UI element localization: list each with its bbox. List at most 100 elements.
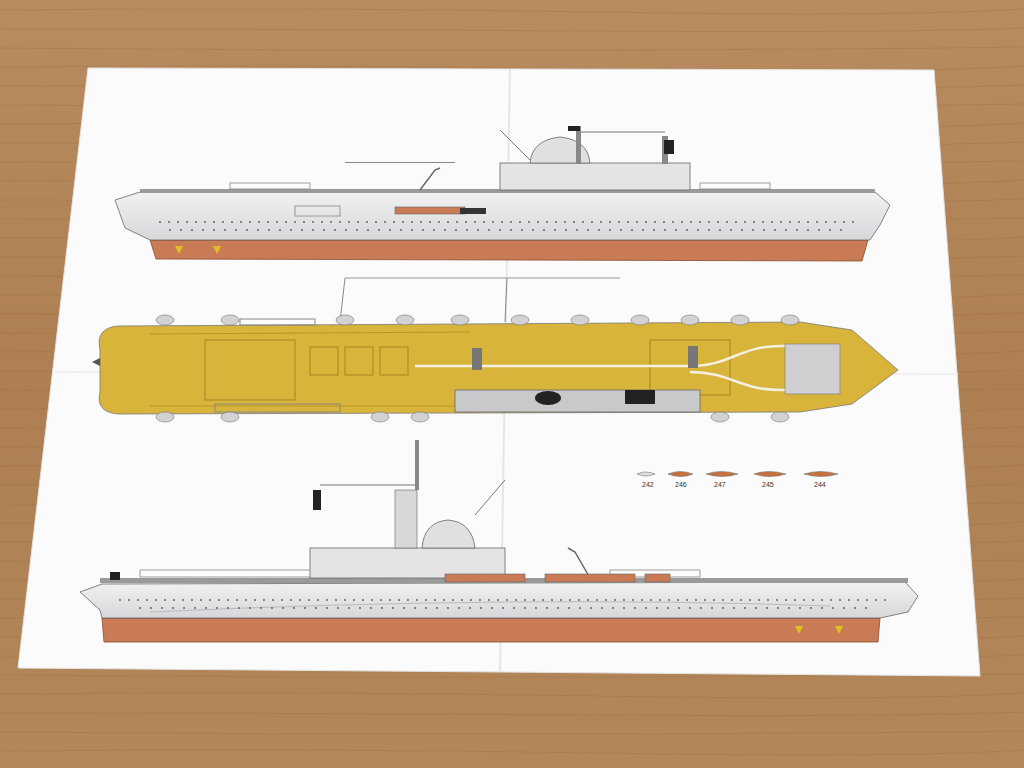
opening: [460, 208, 486, 214]
island: [500, 163, 690, 190]
porthole: [161, 607, 163, 609]
porthole: [222, 221, 224, 223]
porthole: [362, 599, 364, 601]
grain-line: [0, 28, 1024, 32]
porthole: [393, 221, 395, 223]
porthole: [686, 599, 688, 601]
porthole: [260, 607, 262, 609]
mast: [415, 440, 419, 490]
porthole: [371, 599, 373, 601]
porthole: [444, 229, 446, 231]
porthole: [317, 599, 319, 601]
porthole: [713, 599, 715, 601]
porthole: [519, 221, 521, 223]
porthole: [771, 221, 773, 223]
porthole: [807, 221, 809, 223]
boats: [395, 207, 465, 214]
porthole: [293, 607, 295, 609]
porthole: [618, 221, 620, 223]
porthole: [632, 599, 634, 601]
porthole: [276, 221, 278, 223]
yard: [320, 485, 415, 486]
porthole: [695, 599, 697, 601]
porthole: [560, 599, 562, 601]
elevator: [205, 340, 295, 400]
porthole: [565, 229, 567, 231]
gun-sponson: [631, 315, 649, 325]
porthole: [375, 221, 377, 223]
porthole: [656, 607, 658, 609]
porthole: [749, 599, 751, 601]
grain-line: [0, 693, 1024, 698]
porthole: [708, 221, 710, 223]
porthole: [164, 599, 166, 601]
porthole: [231, 221, 233, 223]
propeller: [795, 626, 803, 634]
porthole: [474, 221, 476, 223]
porthole: [774, 229, 776, 231]
porthole: [205, 607, 207, 609]
porthole: [384, 221, 386, 223]
porthole: [664, 229, 666, 231]
porthole: [740, 599, 742, 601]
gun-sponson: [771, 412, 789, 422]
porthole: [686, 229, 688, 231]
porthole: [865, 607, 867, 609]
porthole: [627, 221, 629, 223]
porthole: [753, 221, 755, 223]
porthole: [204, 221, 206, 223]
porthole: [312, 221, 314, 223]
grain-line: [0, 731, 1024, 734]
porthole: [339, 221, 341, 223]
porthole: [389, 229, 391, 231]
railing: [215, 404, 340, 412]
porthole: [348, 607, 350, 609]
porthole: [510, 229, 512, 231]
porthole: [788, 607, 790, 609]
porthole: [641, 599, 643, 601]
porthole: [202, 229, 204, 231]
porthole: [425, 599, 427, 601]
boat: [637, 472, 655, 476]
porthole: [407, 599, 409, 601]
porthole: [246, 229, 248, 231]
porthole: [785, 229, 787, 231]
porthole: [830, 599, 832, 601]
porthole: [483, 221, 485, 223]
porthole: [357, 221, 359, 223]
porthole: [257, 229, 259, 231]
porthole: [348, 221, 350, 223]
railing: [140, 570, 330, 577]
porthole: [461, 599, 463, 601]
porthole: [155, 599, 157, 601]
porthole: [169, 229, 171, 231]
porthole: [866, 599, 868, 601]
paper-sheet: [18, 68, 980, 676]
porthole: [470, 599, 472, 601]
porthole: [213, 221, 215, 223]
gun-sponson: [511, 315, 529, 325]
porthole: [238, 607, 240, 609]
porthole: [708, 229, 710, 231]
porthole: [697, 229, 699, 231]
porthole: [587, 599, 589, 601]
porthole: [272, 599, 274, 601]
porthole: [532, 229, 534, 231]
porthole: [323, 229, 325, 231]
porthole: [159, 221, 161, 223]
boat: [804, 472, 838, 477]
porthole: [564, 221, 566, 223]
porthole: [528, 221, 530, 223]
porthole: [290, 599, 292, 601]
porthole: [254, 599, 256, 601]
porthole: [551, 599, 553, 601]
gun-sponson: [711, 412, 729, 422]
porthole: [227, 599, 229, 601]
porthole: [717, 221, 719, 223]
porthole: [590, 607, 592, 609]
grain-line: [0, 9, 1024, 14]
porthole: [281, 599, 283, 601]
propeller: [835, 626, 843, 634]
